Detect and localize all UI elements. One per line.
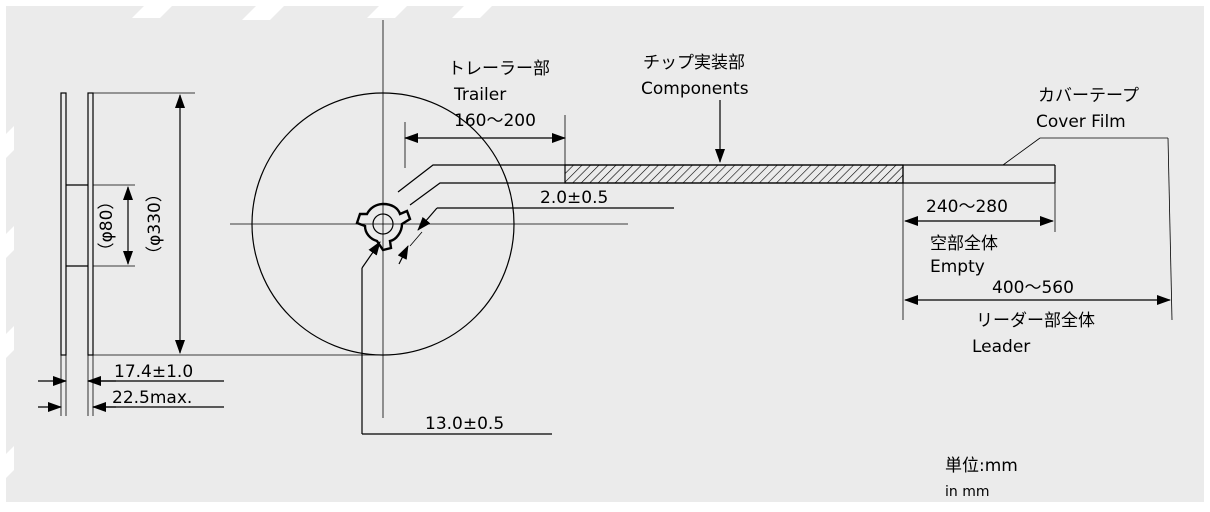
trailer-dimension [404, 115, 566, 168]
corner-marks [0, 0, 498, 484]
leader-label-en: Leader [972, 337, 1030, 357]
empty-label-jp: 空部全体 [930, 234, 998, 254]
empty-dimension [902, 183, 1056, 320]
trailer-label-en: Trailer [453, 85, 506, 105]
trailer-label-jp: トレーラー部 [448, 59, 550, 79]
carrier-tape [397, 164, 1056, 206]
hub-hole-label: 13.0±0.5 [425, 414, 504, 434]
drawing-background [6, 6, 1204, 502]
hub-diameter-label: （φ80） [97, 193, 117, 260]
tape-thickness-dimension [397, 207, 674, 265]
components-label-en: Components [641, 79, 749, 99]
trailer-dimension-label: 160〜200 [454, 111, 536, 131]
reel-side-view [60, 92, 380, 356]
unit-label-en: in mm [945, 484, 990, 500]
hub-hole-dimension [361, 241, 552, 435]
empty-dimension-label: 240〜280 [926, 197, 1008, 217]
width-inner-label: 17.4±1.0 [114, 362, 193, 382]
leader-dimension-label: 400〜560 [992, 278, 1074, 298]
components-label-jp: チップ実装部 [643, 53, 745, 73]
cover-film-leader [1002, 137, 1173, 321]
empty-label-en: Empty [930, 257, 985, 277]
reel-diameter-label: （φ330） [145, 185, 165, 263]
leader-label-jp: リーダー部全体 [976, 311, 1095, 331]
cover-film-label-jp: カバーテープ [1038, 86, 1139, 106]
width-outer-label: 22.5max. [112, 388, 192, 408]
width-dimensions [38, 355, 224, 416]
unit-label-jp: 単位:mm [945, 456, 1018, 476]
tape-thickness-label: 2.0±0.5 [540, 188, 608, 208]
cover-film-label-en: Cover Film [1036, 112, 1126, 132]
